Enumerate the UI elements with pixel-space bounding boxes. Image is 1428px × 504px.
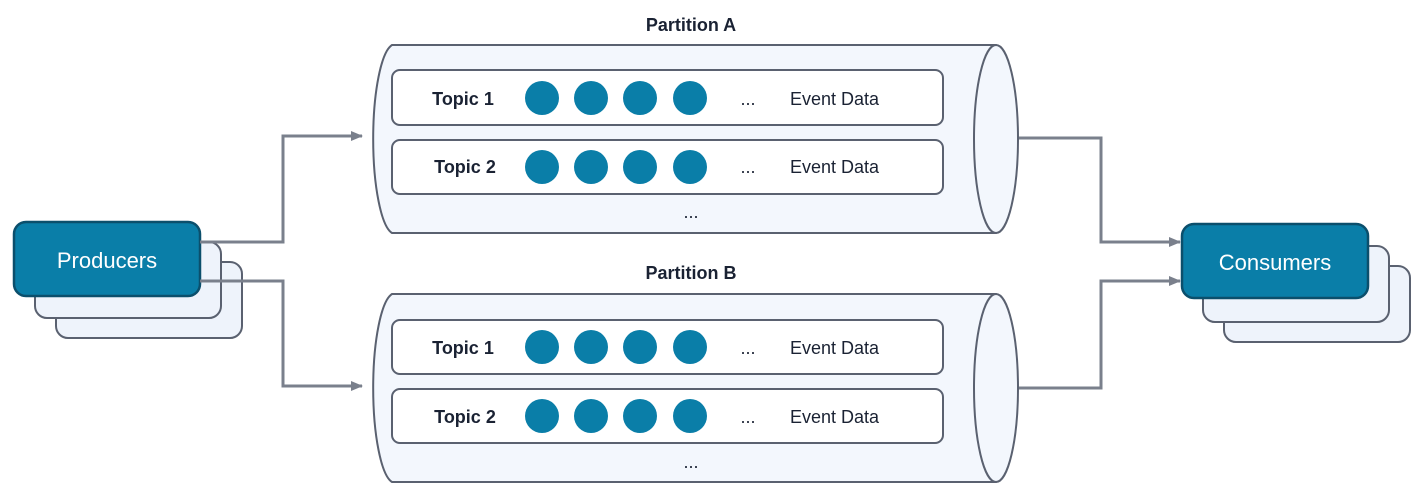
- partition-a-cylinder-end: [973, 44, 1019, 234]
- partition-b-topic-2-label: Topic 2: [434, 407, 496, 427]
- partition-a-topic-2-row: Topic 2 ... Event Data: [391, 139, 944, 195]
- partition-b-title: Partition B: [645, 263, 736, 283]
- partition-b-cylinder-end: [973, 293, 1019, 483]
- partition-a-to-consumers-arrow: [1018, 136, 1181, 247]
- event-dot: [525, 150, 559, 184]
- partition-a-topic-1-event-data: Event Data: [790, 89, 880, 109]
- consumers-label: Consumers: [1219, 250, 1331, 275]
- partition-b-topic-1-row: Topic 1 ... Event Data: [391, 319, 944, 375]
- partition-b-to-consumers-arrow: [1018, 276, 1181, 390]
- producers-box[interactable]: [12, 220, 202, 298]
- event-dot: [574, 330, 608, 364]
- event-dot: [525, 399, 559, 433]
- partition-a-topic-2-lane: [391, 139, 944, 195]
- consumers-node[interactable]: Consumers: [1180, 222, 1411, 343]
- event-dot: [623, 150, 657, 184]
- event-dot: [673, 81, 707, 115]
- partition-b-topic-2-lane: [391, 388, 944, 444]
- producers-to-partition-a-arrow: [200, 131, 363, 244]
- partition-a-topic-2-label: Topic 2: [434, 157, 496, 177]
- consumers-box[interactable]: [1180, 222, 1370, 300]
- event-dot: [574, 81, 608, 115]
- event-dot: [673, 150, 707, 184]
- event-dot: [673, 330, 707, 364]
- partition-b-topic-2-row: Topic 2 ... Event Data: [391, 388, 944, 444]
- event-dot: [574, 150, 608, 184]
- partition-b-more-topics: ...: [683, 452, 698, 472]
- event-dot: [574, 399, 608, 433]
- partition-a-topic-1-lane: [391, 69, 944, 126]
- event-dot: [673, 399, 707, 433]
- partition-a-topic-1-label: Topic 1: [432, 89, 494, 109]
- producers-to-partition-b-arrow: [200, 279, 363, 391]
- partition-b-topic-1-label: Topic 1: [432, 338, 494, 358]
- partition-b-topic-2-ellipsis: ...: [740, 407, 755, 427]
- partition-a-more-topics: ...: [683, 202, 698, 222]
- partition-b-topic-2-event-data: Event Data: [790, 407, 880, 427]
- partition-b-topic-1-event-data: Event Data: [790, 338, 880, 358]
- partition-b-topic-1-lane: [391, 319, 944, 375]
- event-dot: [525, 81, 559, 115]
- partition-b: Partition B Topic 1 ... Event Data Topic…: [372, 263, 1019, 483]
- partition-a-title: Partition A: [646, 15, 736, 35]
- partition-a: Partition A Topic 1 ... Event Data Topic…: [372, 15, 1019, 234]
- event-dot: [525, 330, 559, 364]
- event-dot: [623, 399, 657, 433]
- partition-b-topic-1-ellipsis: ...: [740, 338, 755, 358]
- partition-a-topic-2-ellipsis: ...: [740, 157, 755, 177]
- event-dot: [623, 81, 657, 115]
- event-dot: [623, 330, 657, 364]
- producers-label: Producers: [57, 248, 157, 273]
- partition-a-topic-1-ellipsis: ...: [740, 89, 755, 109]
- partition-a-topic-1-row: Topic 1 ... Event Data: [391, 69, 944, 126]
- partition-a-topic-2-event-data: Event Data: [790, 157, 880, 177]
